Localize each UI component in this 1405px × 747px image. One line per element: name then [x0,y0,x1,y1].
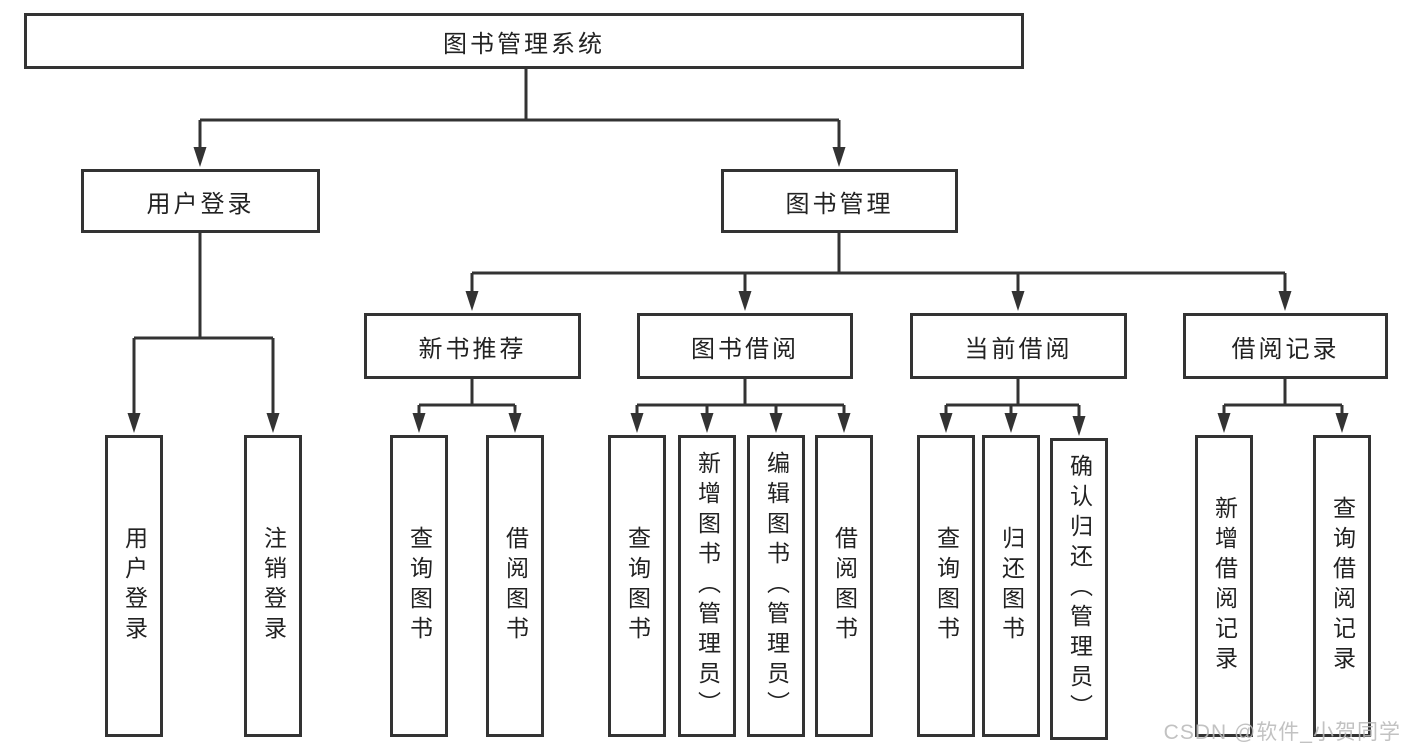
node-user-login: 用户登录 [81,169,320,233]
leaf-label: 查询图书 [406,526,433,646]
node-label: 图书借阅 [691,335,799,363]
node-book-management: 图书管理 [721,169,958,233]
watermark: CSDN @软件_小贺同学 [1163,721,1401,744]
leaf-return-books: 归还图书 [982,435,1040,737]
leaf-label: 新增借阅记录 [1211,496,1238,676]
node-borrow-records: 借阅记录 [1183,313,1388,379]
leaf-edit-books-admin: 编辑图书（管理员） [747,435,805,737]
node-label: 图书管理系统 [443,30,605,58]
node-root-system: 图书管理系统 [24,13,1024,69]
node-current-borrow: 当前借阅 [910,313,1127,379]
leaf-query-books-borrow: 查询图书 [608,435,666,737]
leaf-query-borrow-record: 查询借阅记录 [1313,435,1371,737]
leaf-add-borrow-record: 新增借阅记录 [1195,435,1253,737]
leaf-confirm-return-admin: 确认归还（管理员） [1050,438,1108,740]
leaf-logout: 注销登录 [244,435,302,737]
leaf-label: 查询图书 [624,526,651,646]
leaf-label: 归还图书 [998,526,1025,646]
leaf-label: 编辑图书（管理员） [763,451,790,721]
node-label: 借阅记录 [1231,335,1340,363]
node-new-book-recommend: 新书推荐 [364,313,581,379]
leaf-borrow-books: 借阅图书 [815,435,873,737]
leaf-label: 借阅图书 [502,526,529,646]
leaf-label: 借阅图书 [831,526,858,646]
leaf-user-login: 用户登录 [105,435,163,737]
leaf-add-books-admin: 新增图书（管理员） [678,435,736,737]
leaf-label: 查询图书 [933,526,960,646]
node-book-borrow: 图书借阅 [637,313,853,379]
leaf-label: 查询借阅记录 [1329,496,1356,676]
leaf-label: 新增图书（管理员） [694,451,721,721]
node-label: 用户登录 [146,190,255,218]
leaf-label: 注销登录 [260,526,287,646]
node-label: 图书管理 [785,190,894,218]
node-label: 当前借阅 [964,335,1073,363]
leaf-query-books-current: 查询图书 [917,435,975,737]
leaf-query-books-recommend: 查询图书 [390,435,448,737]
leaf-label: 确认归还（管理员） [1066,454,1093,724]
leaf-borrow-books-recommend: 借阅图书 [486,435,544,737]
leaf-label: 用户登录 [121,526,148,646]
node-label: 新书推荐 [418,335,527,363]
